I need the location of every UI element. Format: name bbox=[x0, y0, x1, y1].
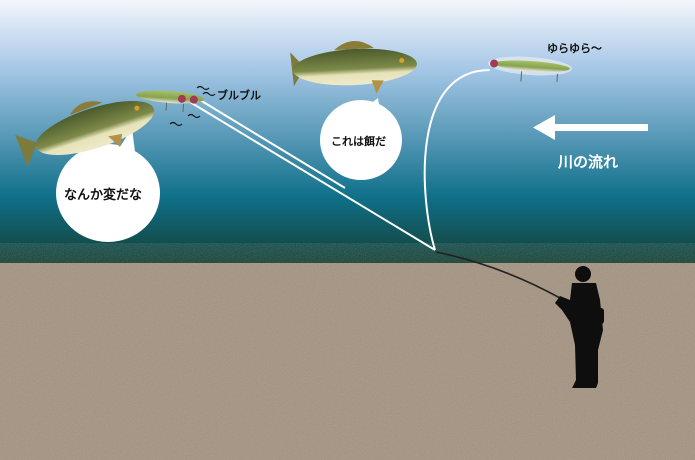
label-lure-vibration: ブルブル bbox=[217, 89, 261, 102]
speech-bubble-bait bbox=[320, 98, 402, 180]
fishing-line-taut bbox=[189, 99, 436, 251]
vibration-marks bbox=[169, 85, 216, 127]
label-current: 川の流れ bbox=[558, 153, 619, 171]
angler-silhouette bbox=[555, 266, 604, 388]
label-bass-bait: これは餌だ bbox=[331, 135, 386, 148]
bass-fish-bait bbox=[290, 41, 417, 94]
fishing-line-drift bbox=[423, 69, 491, 251]
drifting-lure bbox=[488, 56, 572, 82]
vibrating-lure bbox=[136, 90, 204, 112]
label-bass-suspicious: なんか変だな bbox=[64, 188, 143, 203]
label-lure-drift: ゆらゆら〜 bbox=[547, 42, 602, 55]
bass-fish-suspicious bbox=[15, 101, 155, 167]
current-arrow-icon bbox=[533, 115, 648, 140]
fishing-rod bbox=[435, 251, 561, 299]
